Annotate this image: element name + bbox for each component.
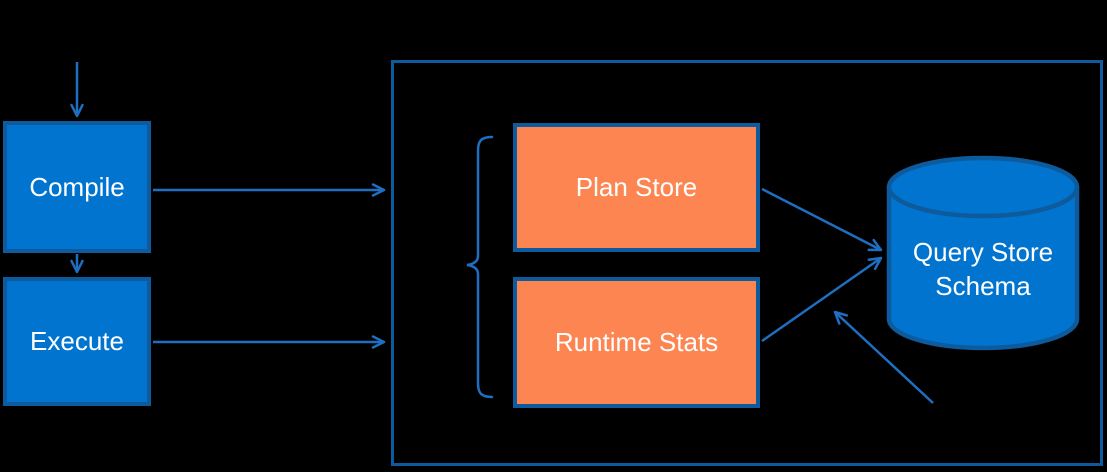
node-compile: Compile [3, 121, 151, 253]
node-compile-label: Compile [29, 171, 125, 202]
node-plan-store: Plan Store [513, 123, 760, 252]
arrow-runtimestats-to-schema [761, 256, 883, 343]
node-runtime-stats-label: Runtime Stats [554, 327, 719, 357]
arrow-bottomright-to-schema [833, 310, 934, 404]
node-runtime-stats: Runtime Stats [513, 277, 760, 408]
node-execute-label: Execute [30, 326, 124, 356]
cylinder-top [886, 155, 1080, 219]
query-store-container-box [391, 60, 1103, 466]
cylinder-body [886, 187, 1080, 351]
node-execute: Execute [3, 277, 151, 406]
node-query-store-schema-label: Query Store Schema [912, 237, 1054, 301]
node-plan-store-label: Plan Store [575, 172, 698, 202]
grouping-brace [466, 135, 494, 399]
database-cylinder-icon [886, 155, 1080, 351]
arrow-planstore-to-schema [761, 187, 883, 252]
